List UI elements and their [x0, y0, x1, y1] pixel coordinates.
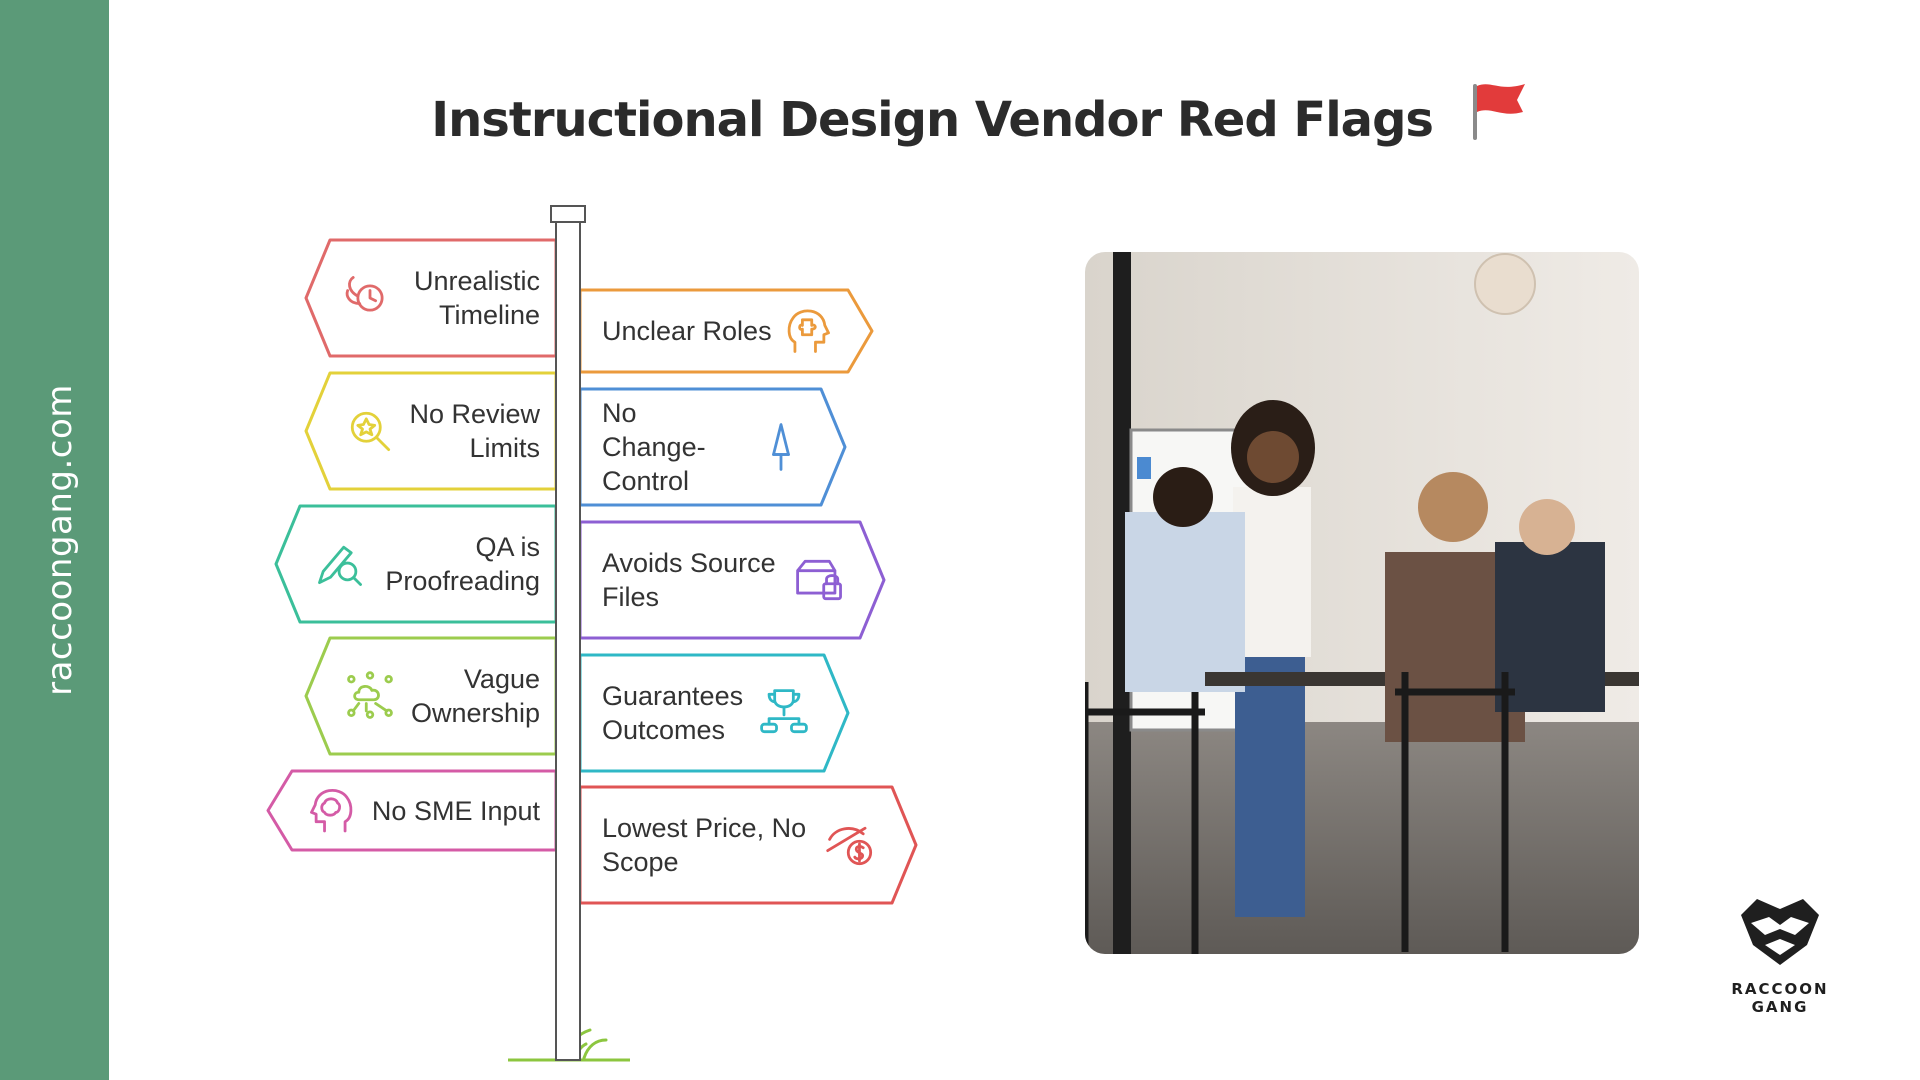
right-sign-label-line: Outcomes [602, 715, 726, 745]
red-flag-icon [1465, 78, 1529, 152]
star-magnifier-icon [350, 411, 391, 452]
raccoon-gang-logo: RACCOON GANG [1725, 895, 1835, 1016]
left-sign-label-3: QA is Proofreading [376, 506, 540, 622]
page-title: Instructional Design Vendor Red Flags [0, 78, 1920, 152]
pen-magnifier-icon [318, 545, 362, 586]
left-sign-label-5: No SME Input [368, 771, 540, 850]
no-money-icon [826, 826, 873, 866]
left-sign-label-line: Proofreading [385, 566, 540, 596]
page-title-text: Instructional Design Vendor Red Flags [431, 92, 1434, 148]
right-sign-label-5: Lowest Price, No Scope [602, 787, 816, 903]
right-sign-label-line: Files [602, 582, 660, 612]
trophy-hierarchy-icon [760, 689, 808, 734]
left-sign-label-line: Limits [469, 433, 540, 463]
right-sign-label-1: Unclear Roles [602, 290, 772, 372]
left-sign-label-line: No SME Input [371, 795, 540, 826]
sidebar: raccoongang.com [0, 0, 109, 1080]
left-sign-label-line: Ownership [410, 698, 540, 728]
locked-box-icon [796, 559, 842, 601]
right-sign-label-2: No Change- Control [602, 389, 745, 505]
logo-text-line2: GANG [1751, 998, 1809, 1016]
team-meeting-photo [1085, 252, 1639, 954]
pin-icon [772, 423, 790, 471]
left-sign-label-line: Timeline [438, 300, 540, 330]
head-brain-icon [310, 789, 353, 833]
puzzle-head-icon [787, 309, 830, 353]
right-sign-label-line: Avoids Source [602, 548, 776, 578]
logo-text-line1: RACCOON [1731, 980, 1829, 998]
right-sign-label-line: Guarantees [602, 681, 744, 711]
cloud-network-icon [347, 671, 393, 719]
signpost-pole [550, 205, 586, 1061]
left-sign-label-line: No Review [409, 399, 540, 429]
right-sign-label-line: No Change- [602, 398, 706, 462]
left-sign-label-line: Vague [463, 664, 540, 694]
wing-clock-icon [345, 276, 384, 312]
raccoon-logo-icon [1741, 899, 1819, 965]
right-sign-label-line: Unclear Roles [602, 316, 772, 346]
left-sign-label-line: Unrealistic [413, 266, 540, 296]
right-sign-label-line: Scope [602, 847, 679, 877]
left-sign-label-line: QA is [475, 532, 540, 562]
right-sign-label-line: Control [602, 466, 690, 496]
right-sign-label-line: Lowest Price, No [602, 813, 807, 843]
